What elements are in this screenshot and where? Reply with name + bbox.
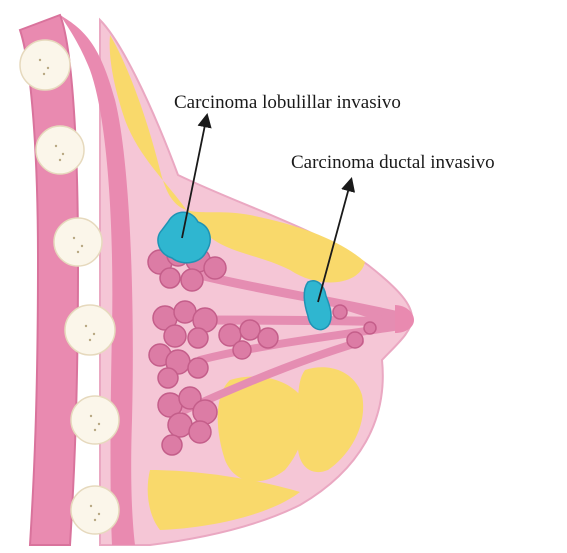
rib-2 [36,126,84,174]
rib-3 [54,218,102,266]
lobular-carcinoma-label: Carcinoma lobulillar invasivo [174,93,401,112]
rib-5 [71,396,119,444]
rib-4 [65,305,115,355]
rib-bar [20,15,78,545]
rib-1 [20,40,70,90]
rib-6 [71,486,119,534]
ductal-carcinoma-label: Carcinoma ductal invasivo [291,153,495,172]
